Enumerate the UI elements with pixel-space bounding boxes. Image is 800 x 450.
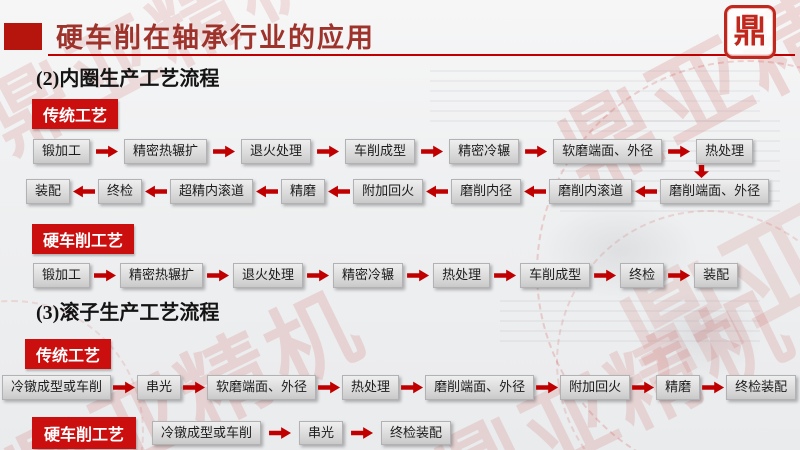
section-heading-inner-ring: (2)内圈生产工艺流程 bbox=[36, 68, 220, 90]
process-step: 冷镦成型或车削 bbox=[152, 420, 262, 446]
process-step: 磨削端面、外径 bbox=[660, 179, 770, 204]
arrow-left-icon bbox=[328, 185, 351, 198]
process-step: 车削成型 bbox=[345, 139, 416, 164]
process-step: 精磨 bbox=[281, 179, 326, 204]
arrow-right-icon bbox=[207, 269, 230, 282]
watermark-text: 鼎亚精机 bbox=[603, 76, 800, 403]
arrow-right-icon bbox=[407, 269, 430, 282]
arrow-right-icon bbox=[213, 145, 236, 158]
inner-ring-traditional-flow-bottom: 装配 终检 超精内滚道 精磨 附加回火 磨削内径 磨削内滚道 磨削端面、外径 bbox=[26, 179, 770, 204]
process-step: 精密冷辗 bbox=[449, 139, 520, 164]
seal-character: 鼎 bbox=[733, 13, 767, 50]
arrow-right-icon bbox=[668, 145, 691, 158]
process-step: 终检装配 bbox=[726, 375, 797, 400]
process-step: 软磨端面、外径 bbox=[553, 139, 663, 164]
process-step: 精密热辗扩 bbox=[124, 139, 208, 164]
arrow-right-icon bbox=[401, 381, 424, 394]
roller-hard-turning-flow: 硬车削工艺 冷镦成型或车削 串光 终检装配 bbox=[32, 417, 452, 449]
arrow-right-icon bbox=[494, 269, 517, 282]
arrow-left-icon bbox=[524, 185, 547, 198]
arrow-right-icon bbox=[668, 269, 691, 282]
process-step: 磨削端面、外径 bbox=[425, 375, 535, 400]
process-step: 附加回火 bbox=[353, 179, 424, 204]
traditional-process-label: 传统工艺 bbox=[25, 339, 112, 369]
process-step: 热处理 bbox=[433, 263, 491, 288]
roller-traditional-flow: 冷镦成型或车削 串光 软磨端面、外径 热处理 磨削端面、外径 附加回火 精磨 终… bbox=[2, 375, 797, 400]
arrow-right-icon bbox=[421, 145, 444, 158]
background-texture bbox=[500, 300, 760, 350]
process-step: 退火处理 bbox=[241, 139, 312, 164]
process-step: 热处理 bbox=[342, 375, 400, 400]
arrow-right-icon bbox=[94, 269, 117, 282]
process-step: 冷镦成型或车削 bbox=[2, 375, 112, 400]
background-texture bbox=[560, 120, 780, 220]
arrow-right-icon bbox=[269, 427, 292, 439]
hard-turning-process-label: 硬车削工艺 bbox=[32, 224, 135, 254]
arrow-right-icon bbox=[96, 145, 119, 158]
hard-turning-process-label: 硬车削工艺 bbox=[32, 417, 137, 449]
arrow-right-icon bbox=[525, 145, 548, 158]
process-step: 车削成型 bbox=[520, 263, 591, 288]
background-texture bbox=[430, 70, 760, 130]
arrow-right-icon bbox=[113, 381, 136, 394]
arrow-right-icon bbox=[317, 145, 340, 158]
process-step: 精磨 bbox=[656, 375, 701, 400]
process-step: 装配 bbox=[694, 263, 739, 288]
arrow-right-icon bbox=[594, 269, 617, 282]
company-seal-logo: 鼎 bbox=[724, 5, 776, 59]
decorative-arc bbox=[556, 210, 800, 450]
process-step: 磨削内径 bbox=[451, 179, 522, 204]
process-step: 装配 bbox=[26, 179, 71, 204]
process-step: 热处理 bbox=[696, 139, 754, 164]
arrow-left-icon bbox=[635, 185, 658, 198]
process-step: 终检 bbox=[620, 263, 665, 288]
process-step: 终检 bbox=[98, 179, 143, 204]
arrow-right-icon bbox=[632, 381, 655, 394]
process-step: 锻加工 bbox=[33, 263, 91, 288]
arrow-left-icon bbox=[426, 185, 449, 198]
arrow-right-icon bbox=[307, 269, 330, 282]
arrow-right-icon bbox=[536, 381, 559, 394]
process-step: 精密冷辗 bbox=[333, 263, 404, 288]
inner-ring-hard-turning-flow: 锻加工 精密热辗扩 退火处理 精密冷辗 热处理 车削成型 终检 装配 bbox=[33, 263, 739, 288]
process-step: 附加回火 bbox=[560, 375, 631, 400]
process-step: 精密热辗扩 bbox=[120, 263, 204, 288]
arrow-right-icon bbox=[351, 427, 374, 439]
process-step: 软磨端面、外径 bbox=[207, 375, 317, 400]
arrow-left-icon bbox=[145, 185, 168, 198]
process-step: 串光 bbox=[137, 375, 182, 400]
process-step: 终检装配 bbox=[381, 420, 452, 446]
traditional-process-label: 传统工艺 bbox=[32, 99, 119, 129]
process-step: 锻加工 bbox=[33, 139, 91, 164]
arrow-left-icon bbox=[256, 185, 279, 198]
title-underline bbox=[48, 54, 795, 56]
slide-title: 硬车削在轴承行业的应用 bbox=[56, 23, 375, 53]
arrow-right-icon bbox=[318, 381, 341, 394]
arrow-down-icon bbox=[694, 165, 709, 178]
process-step: 串光 bbox=[299, 420, 344, 446]
inner-ring-traditional-flow-top: 锻加工 精密热辗扩 退火处理 车削成型 精密冷辗 软磨端面、外径 热处理 bbox=[33, 139, 754, 164]
arrow-right-icon bbox=[183, 381, 206, 394]
arrow-left-icon bbox=[73, 185, 96, 198]
process-step: 磨削内滚道 bbox=[549, 179, 633, 204]
section-heading-roller: (3)滚子生产工艺流程 bbox=[36, 302, 220, 324]
process-step: 退火处理 bbox=[233, 263, 304, 288]
arrow-right-icon bbox=[702, 381, 725, 394]
process-step: 超精内滚道 bbox=[170, 179, 254, 204]
title-accent-block bbox=[4, 23, 42, 50]
